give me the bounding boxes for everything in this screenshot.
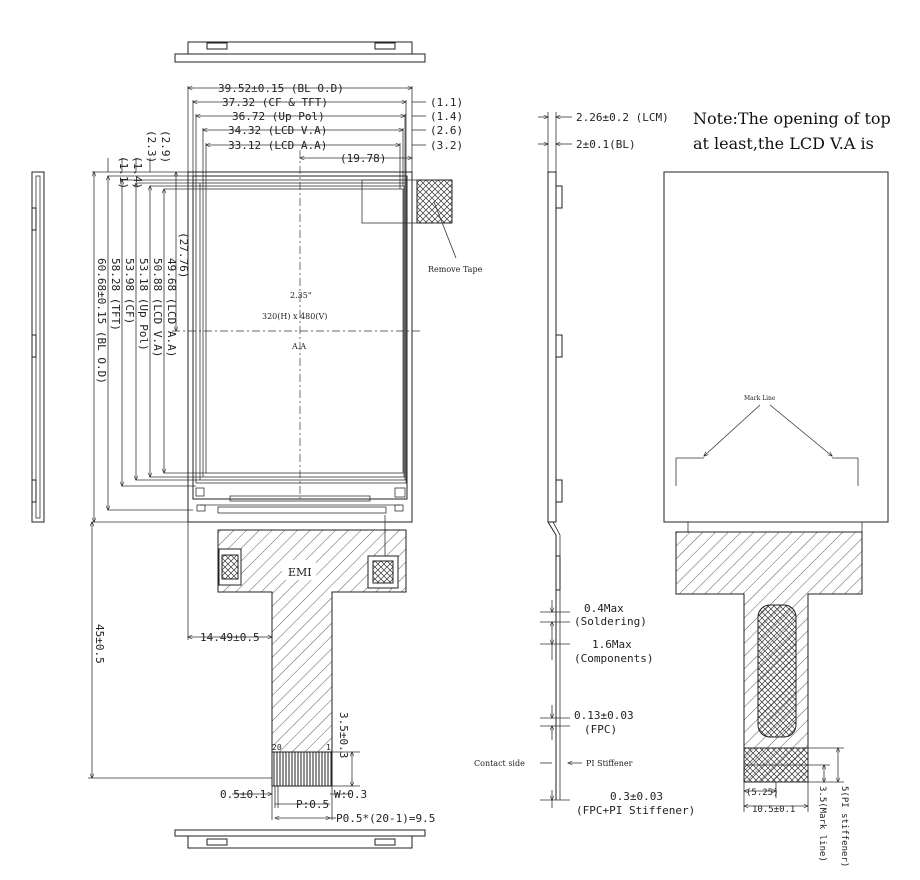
remove-tape-label: Remove Tape — [428, 265, 483, 274]
dim-10-5: 10.5±0.1 — [752, 805, 795, 815]
panel-size: 2.35" — [290, 291, 312, 300]
dim-lcm-thickness: 2.26±0.2 (LCM) — [576, 111, 669, 124]
horizontal-dimension-lines — [188, 86, 426, 189]
dim-pin-width: W:0.3 — [334, 788, 367, 801]
dim-pitch: P:0.5 — [296, 798, 329, 811]
dim-lcd-aa-height: 49.68 (LCD A.A) — [165, 258, 178, 357]
vertical-dimension-lines — [88, 158, 272, 778]
pin-first-label: 20 — [272, 743, 282, 752]
dim-bl-od-height: 60.68±0.15 (BL O.D) — [95, 258, 108, 384]
dim-cf-height: 53.98 (CF) — [123, 258, 136, 324]
soldering-max: 0.4Max — [584, 602, 624, 615]
dim-up-pol-height: 53.18 (Up Pol) — [137, 258, 150, 351]
panel-resolution: 320(H) x 480(V) — [262, 312, 327, 321]
fpc-label: (FPC) — [584, 723, 617, 736]
dim-pin-total: P0.5*(20-1)=9.5 — [336, 812, 435, 825]
dim-stiffener-length: 3.5±0.3 — [337, 712, 350, 758]
fpc-pi-thickness: 0.3±0.03 — [610, 790, 663, 803]
top-edge-view — [174, 41, 426, 63]
dim-tft-height: 58.28 (TFT) — [109, 258, 122, 331]
left-edge-view — [31, 171, 45, 523]
dim-pi-stiffener: 5(PI stiffener) — [839, 786, 849, 867]
dim-mark-line: 3.5(Mark line) — [817, 786, 827, 862]
mark-line-label: Mark Line — [744, 395, 776, 402]
dim-5-25: (5.25) — [746, 788, 779, 798]
dim-lcd-aa-width: 33.12 (LCD A.A) — [228, 139, 327, 152]
bottom-edge-view — [174, 829, 426, 849]
dim-19-78: (19.78) — [340, 152, 386, 165]
offset-right-4: (3.2) — [430, 139, 463, 152]
offset-top-4: (2.9) — [159, 130, 172, 163]
pi-stiffener-label: PI Stiffener — [586, 759, 633, 768]
fpc-thickness: 0.13±0.03 — [574, 709, 634, 722]
note-line-2: at least,the LCD V.A is — [693, 134, 874, 153]
back-view — [663, 171, 889, 812]
dim-edge: 0.5±0.1 — [220, 788, 266, 801]
offset-right-2: (1.4) — [430, 110, 463, 123]
dim-27-76: (27.76) — [177, 232, 190, 278]
offset-right-3: (2.6) — [430, 124, 463, 137]
dim-up-pol-width: 36.72 (Up Pol) — [232, 110, 325, 123]
dim-lcd-va-height: 50.88 (LCD V.A) — [151, 258, 164, 357]
dim-bl-thickness: 2±0.1(BL) — [576, 138, 636, 151]
soldering-label: (Soldering) — [574, 615, 647, 628]
emi-label: EMI — [288, 566, 312, 579]
dim-fpc-offset: 14.49±0.5 — [200, 631, 260, 644]
dim-45: 45±0.5 — [93, 624, 106, 664]
offset-top-3: (2.3) — [145, 130, 158, 163]
fpc-dimension-lines — [188, 522, 360, 820]
note-line-1: Note:The opening of top — [693, 109, 891, 128]
dim-bl-od-width: 39.52±0.15 (BL O.D) — [218, 82, 344, 95]
offset-top-2: (1.4) — [131, 156, 144, 189]
dim-lcd-va-width: 34.32 (LCD V.A) — [228, 124, 327, 137]
fpc-front — [217, 515, 407, 787]
panel-aa: A.A — [291, 342, 306, 351]
front-view — [172, 150, 457, 523]
pin-last-label: 1 — [326, 743, 331, 752]
contact-side-label: Contact side — [474, 759, 525, 768]
offset-top-1: (1.1) — [117, 156, 130, 189]
dim-cf-tft-width: 37.32 (CF & TFT) — [222, 96, 328, 109]
components-max: 1.6Max — [592, 638, 632, 651]
fpc-pi-label: (FPC+PI Stiffener) — [576, 804, 695, 817]
components-label: (Components) — [574, 652, 653, 665]
side-view — [538, 112, 582, 808]
offset-right-1: (1.1) — [430, 96, 463, 109]
